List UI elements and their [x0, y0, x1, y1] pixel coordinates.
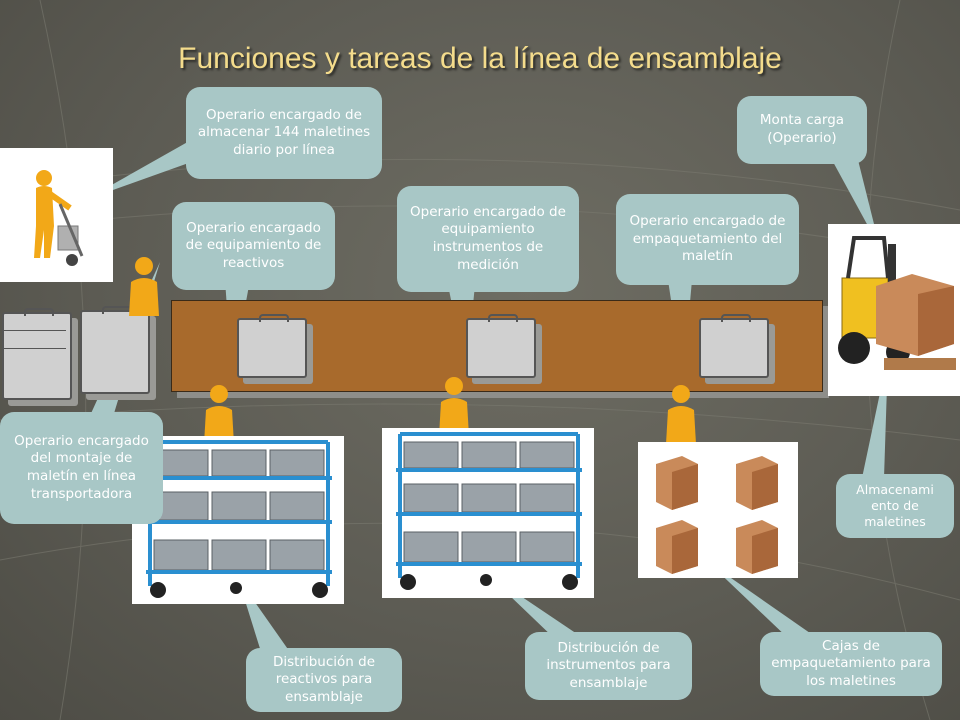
- callout-reactives-distribution: Distribución de reactivos para ensamblaj…: [246, 648, 402, 712]
- callout-storage-operator: Operario encargado de almacenar 144 male…: [186, 87, 382, 179]
- packing-boxes-photo: [638, 442, 798, 578]
- forklift-photo: [828, 224, 960, 396]
- callout-assembly-operator: Operario encargado del montaje de maletí…: [0, 412, 163, 524]
- shelf-cart-icon: [396, 432, 582, 590]
- stacked-briefcases: [0, 308, 72, 400]
- reactives-cart-photo: [132, 436, 344, 604]
- instruments-cart-photo: [382, 428, 594, 598]
- callout-case-storage: Almacenami ento de maletines: [836, 474, 954, 538]
- forklift-icon: [838, 236, 956, 370]
- person-icon: [666, 385, 696, 444]
- callout-instruments-distribution: Distribución de instrumentos para ensamb…: [525, 632, 692, 700]
- callout-reactives-operator: Operario encargado de equipamiento de re…: [172, 202, 335, 290]
- callout-forklift: Monta carga (Operario): [737, 96, 867, 164]
- callout-packing-operator: Operario encargado de empaquetamiento de…: [616, 194, 799, 285]
- person-icon: [129, 257, 159, 316]
- briefcase-icon: [466, 314, 536, 378]
- briefcase-icon: [80, 306, 150, 394]
- briefcase-icon: [237, 314, 307, 378]
- shelf-cart-icon: [146, 440, 332, 598]
- cardboard-box-icon: [656, 456, 778, 574]
- briefcase-icon: [699, 314, 769, 378]
- person-icon: [204, 385, 234, 444]
- hand-truck-person-icon: [34, 170, 84, 266]
- person-icon: [439, 377, 469, 436]
- page-title: Funciones y tareas de la línea de ensamb…: [178, 42, 782, 75]
- hand-truck-photo: [0, 148, 113, 282]
- callout-packing-boxes: Cajas de empaquetamiento para los maleti…: [760, 632, 942, 696]
- callout-instruments-operator: Operario encargado de equipamiento instr…: [397, 186, 579, 292]
- briefcase-icon: [2, 308, 72, 400]
